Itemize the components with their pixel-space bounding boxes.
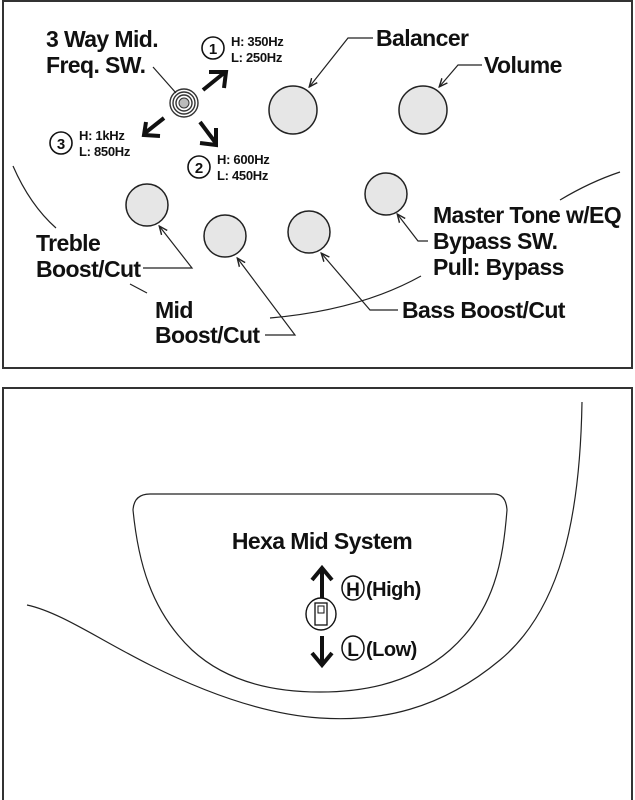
hexa-mid-switch[interactable] — [305, 597, 337, 631]
volume-label: Volume — [484, 52, 562, 78]
treble-label-line1: Treble — [36, 230, 100, 256]
position-2-low: L: 450Hz — [217, 168, 269, 183]
toggle-switch-lever — [317, 605, 325, 614]
position-2-number: 2 — [195, 160, 203, 177]
position-2-badge — [187, 155, 211, 179]
body-outline — [26, 401, 583, 720]
treble-leader — [143, 227, 194, 269]
body-outline-bottom — [269, 275, 422, 319]
low-label: (Low) — [366, 639, 417, 661]
position-1-number: 1 — [209, 41, 217, 58]
arrow-position-2-icon — [198, 120, 218, 148]
low-symbol: L — [347, 640, 359, 661]
switch-center — [178, 97, 190, 109]
arrow-down-icon — [310, 636, 334, 669]
mid-leader — [238, 259, 297, 336]
position-3-badge — [49, 131, 73, 155]
mid-label-line2: Boost/Cut — [155, 322, 260, 348]
top-panel-frame — [2, 0, 633, 369]
master-tone-leader — [398, 215, 428, 242]
hexa-mid-title: Hexa Mid System — [232, 528, 412, 554]
volume-leader — [440, 64, 482, 86]
position-2-high: H: 600Hz — [217, 152, 270, 167]
high-badge — [341, 575, 365, 601]
switch-leader-line — [152, 66, 177, 94]
arrow-position-1-icon — [201, 70, 229, 92]
mid-freq-switch[interactable] — [169, 88, 199, 118]
treble-label-line2: Boost/Cut — [36, 256, 141, 282]
position-1-low: L: 250Hz — [231, 50, 283, 65]
high-label: (High) — [366, 579, 421, 601]
position-3-low: L: 850Hz — [79, 144, 131, 159]
balancer-leader — [310, 37, 373, 86]
position-1-badge — [201, 36, 225, 60]
bottom-panel-frame — [2, 387, 633, 800]
bottom-panel: Hexa Mid System H (High) L (Low) — [2, 387, 633, 800]
master-tone-knob[interactable] — [364, 172, 408, 216]
control-plate — [132, 493, 508, 693]
balancer-label: Balancer — [376, 25, 469, 51]
balancer-knob[interactable] — [268, 85, 318, 135]
master-tone-label-line3: Pull: Bypass — [433, 254, 564, 280]
bass-leader — [322, 254, 398, 311]
top-panel: 3 Way Mid. Freq. SW. 1 H: 350Hz L: 250Hz… — [2, 0, 633, 369]
master-tone-label-line1: Master Tone w/EQ — [433, 202, 621, 228]
volume-knob[interactable] — [398, 85, 448, 135]
bass-label: Bass Boost/Cut — [402, 297, 566, 323]
position-3-number: 3 — [57, 136, 65, 153]
bass-knob[interactable] — [287, 210, 331, 254]
position-3-high: H: 1kHz — [79, 128, 125, 143]
body-outline-right — [559, 171, 621, 201]
high-symbol: H — [346, 580, 360, 601]
treble-knob[interactable] — [125, 183, 169, 227]
switch-title-line2: Freq. SW. — [46, 52, 145, 78]
mid-label-line1: Mid — [155, 297, 193, 323]
body-outline-left-lower — [129, 283, 148, 294]
mid-knob[interactable] — [203, 214, 247, 258]
body-outline-left — [12, 165, 57, 229]
switch-title-line1: 3 Way Mid. — [46, 26, 158, 52]
arrow-position-3-icon — [141, 116, 166, 138]
low-badge — [341, 635, 365, 661]
master-tone-label-line2: Bypass SW. — [433, 228, 557, 254]
position-1-high: H: 350Hz — [231, 34, 284, 49]
